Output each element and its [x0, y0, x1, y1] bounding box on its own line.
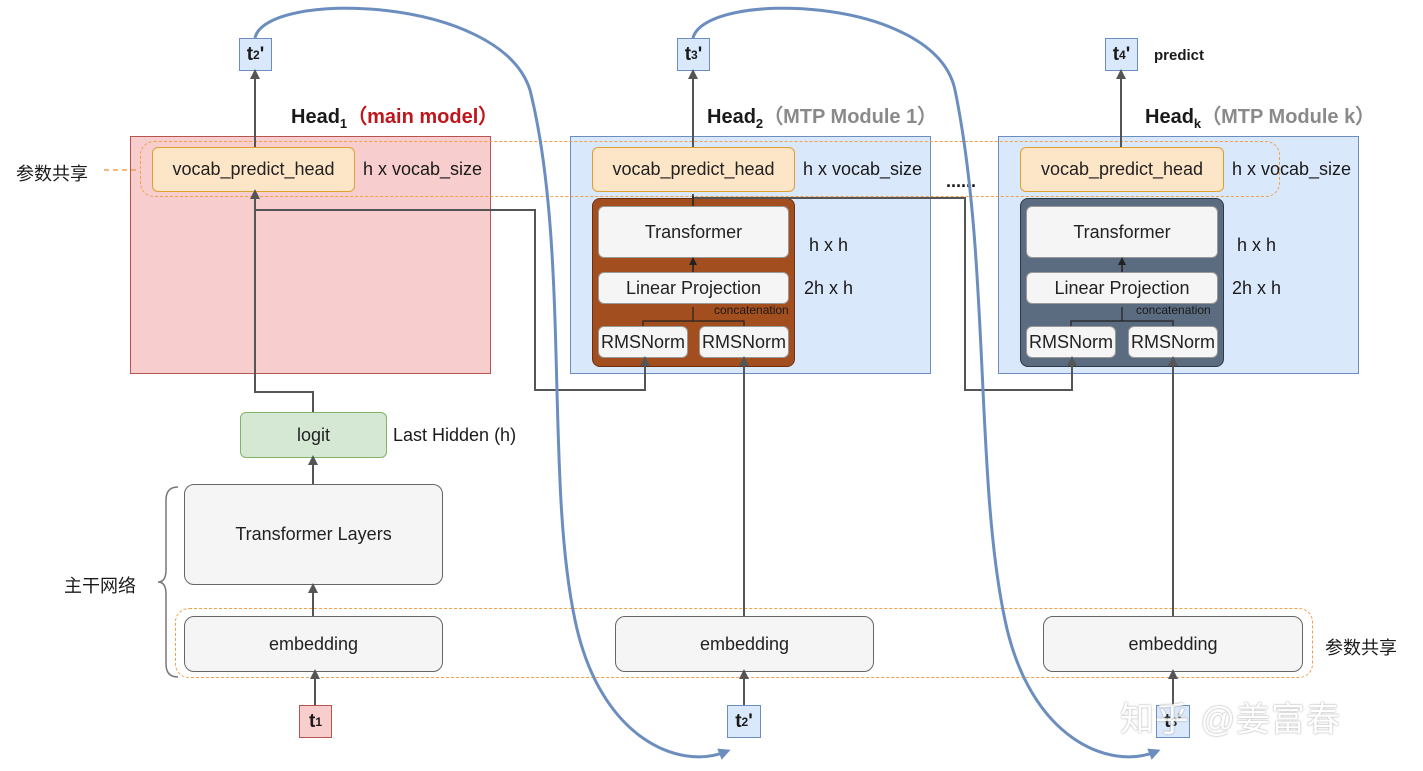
transformer-box-mtp1: Transformer — [598, 206, 789, 258]
param-share-label-top: 参数共享 — [16, 164, 88, 184]
concatenation-label-mtp1: concatenation — [714, 303, 789, 317]
rmsnorm-right-box-mtpk: RMSNorm — [1128, 326, 1218, 358]
predict-label: predict — [1154, 47, 1205, 64]
curve-t2-top-to-t2-bottom — [253, 6, 731, 760]
head-1-title: Head1（main model） — [291, 106, 499, 131]
param-share-label-bottom: 参数共享 — [1325, 638, 1397, 658]
vocab-predict-head-mtpk: vocab_predict_head — [1020, 147, 1224, 192]
rmsnorm-right-box-mtp1: RMSNorm — [699, 326, 789, 358]
transformer-box-mtpk: Transformer — [1026, 206, 1218, 258]
wire-hidden-to-mtp1-rmsnorm — [255, 209, 650, 391]
vocab-head-share-frame — [140, 141, 1280, 197]
head-k-title: Headk（MTP Module k） — [1145, 106, 1376, 131]
logit-box: logit — [240, 412, 387, 458]
vocab-dim-label-mtp1: h x vocab_size — [803, 159, 923, 179]
transformer-dim-mtp1: h x h — [809, 235, 849, 255]
head-2-title: Head2（MTP Module 1） — [707, 106, 938, 131]
vocab-dim-label-mtpk: h x vocab_size — [1232, 159, 1352, 179]
vocab-predict-head-mtp1: vocab_predict_head — [592, 147, 795, 192]
transformer-layers-box: Transformer Layers — [184, 484, 443, 585]
watermark-text: 知乎 @姜富春 — [1120, 701, 1341, 739]
concatenation-label-mtpk: concatenation — [1136, 303, 1211, 317]
vocab-dim-label-main: h x vocab_size — [363, 159, 483, 179]
embedding-box-mtp1: embedding — [615, 616, 874, 672]
curve-t3-top-to-t3-bottom — [691, 6, 1161, 760]
embedding-box-main: embedding — [184, 616, 443, 672]
linear-projection-box-mtp1: Linear Projection — [598, 272, 789, 304]
linear-dim-mtpk: 2h x h — [1232, 278, 1282, 298]
embedding-box-mtpk: embedding — [1043, 616, 1303, 672]
backbone-label: 主干网络 — [64, 576, 136, 596]
wire-mtp1-to-mtpk-rmsnorm — [692, 194, 1077, 391]
linear-projection-box-mtpk: Linear Projection — [1026, 272, 1218, 304]
linear-dim-mtp1: 2h x h — [804, 278, 854, 298]
wire-logit-to-vocab-main — [250, 189, 314, 412]
concat-wire-mtpk — [1070, 307, 1174, 326]
vocab-predict-head-main: vocab_predict_head — [152, 147, 355, 192]
concat-wire-mtp1 — [642, 307, 745, 326]
last-hidden-label: Last Hidden (h) — [393, 425, 517, 445]
transformer-dim-mtpk: h x h — [1237, 235, 1277, 255]
backbone-brace — [157, 486, 179, 678]
